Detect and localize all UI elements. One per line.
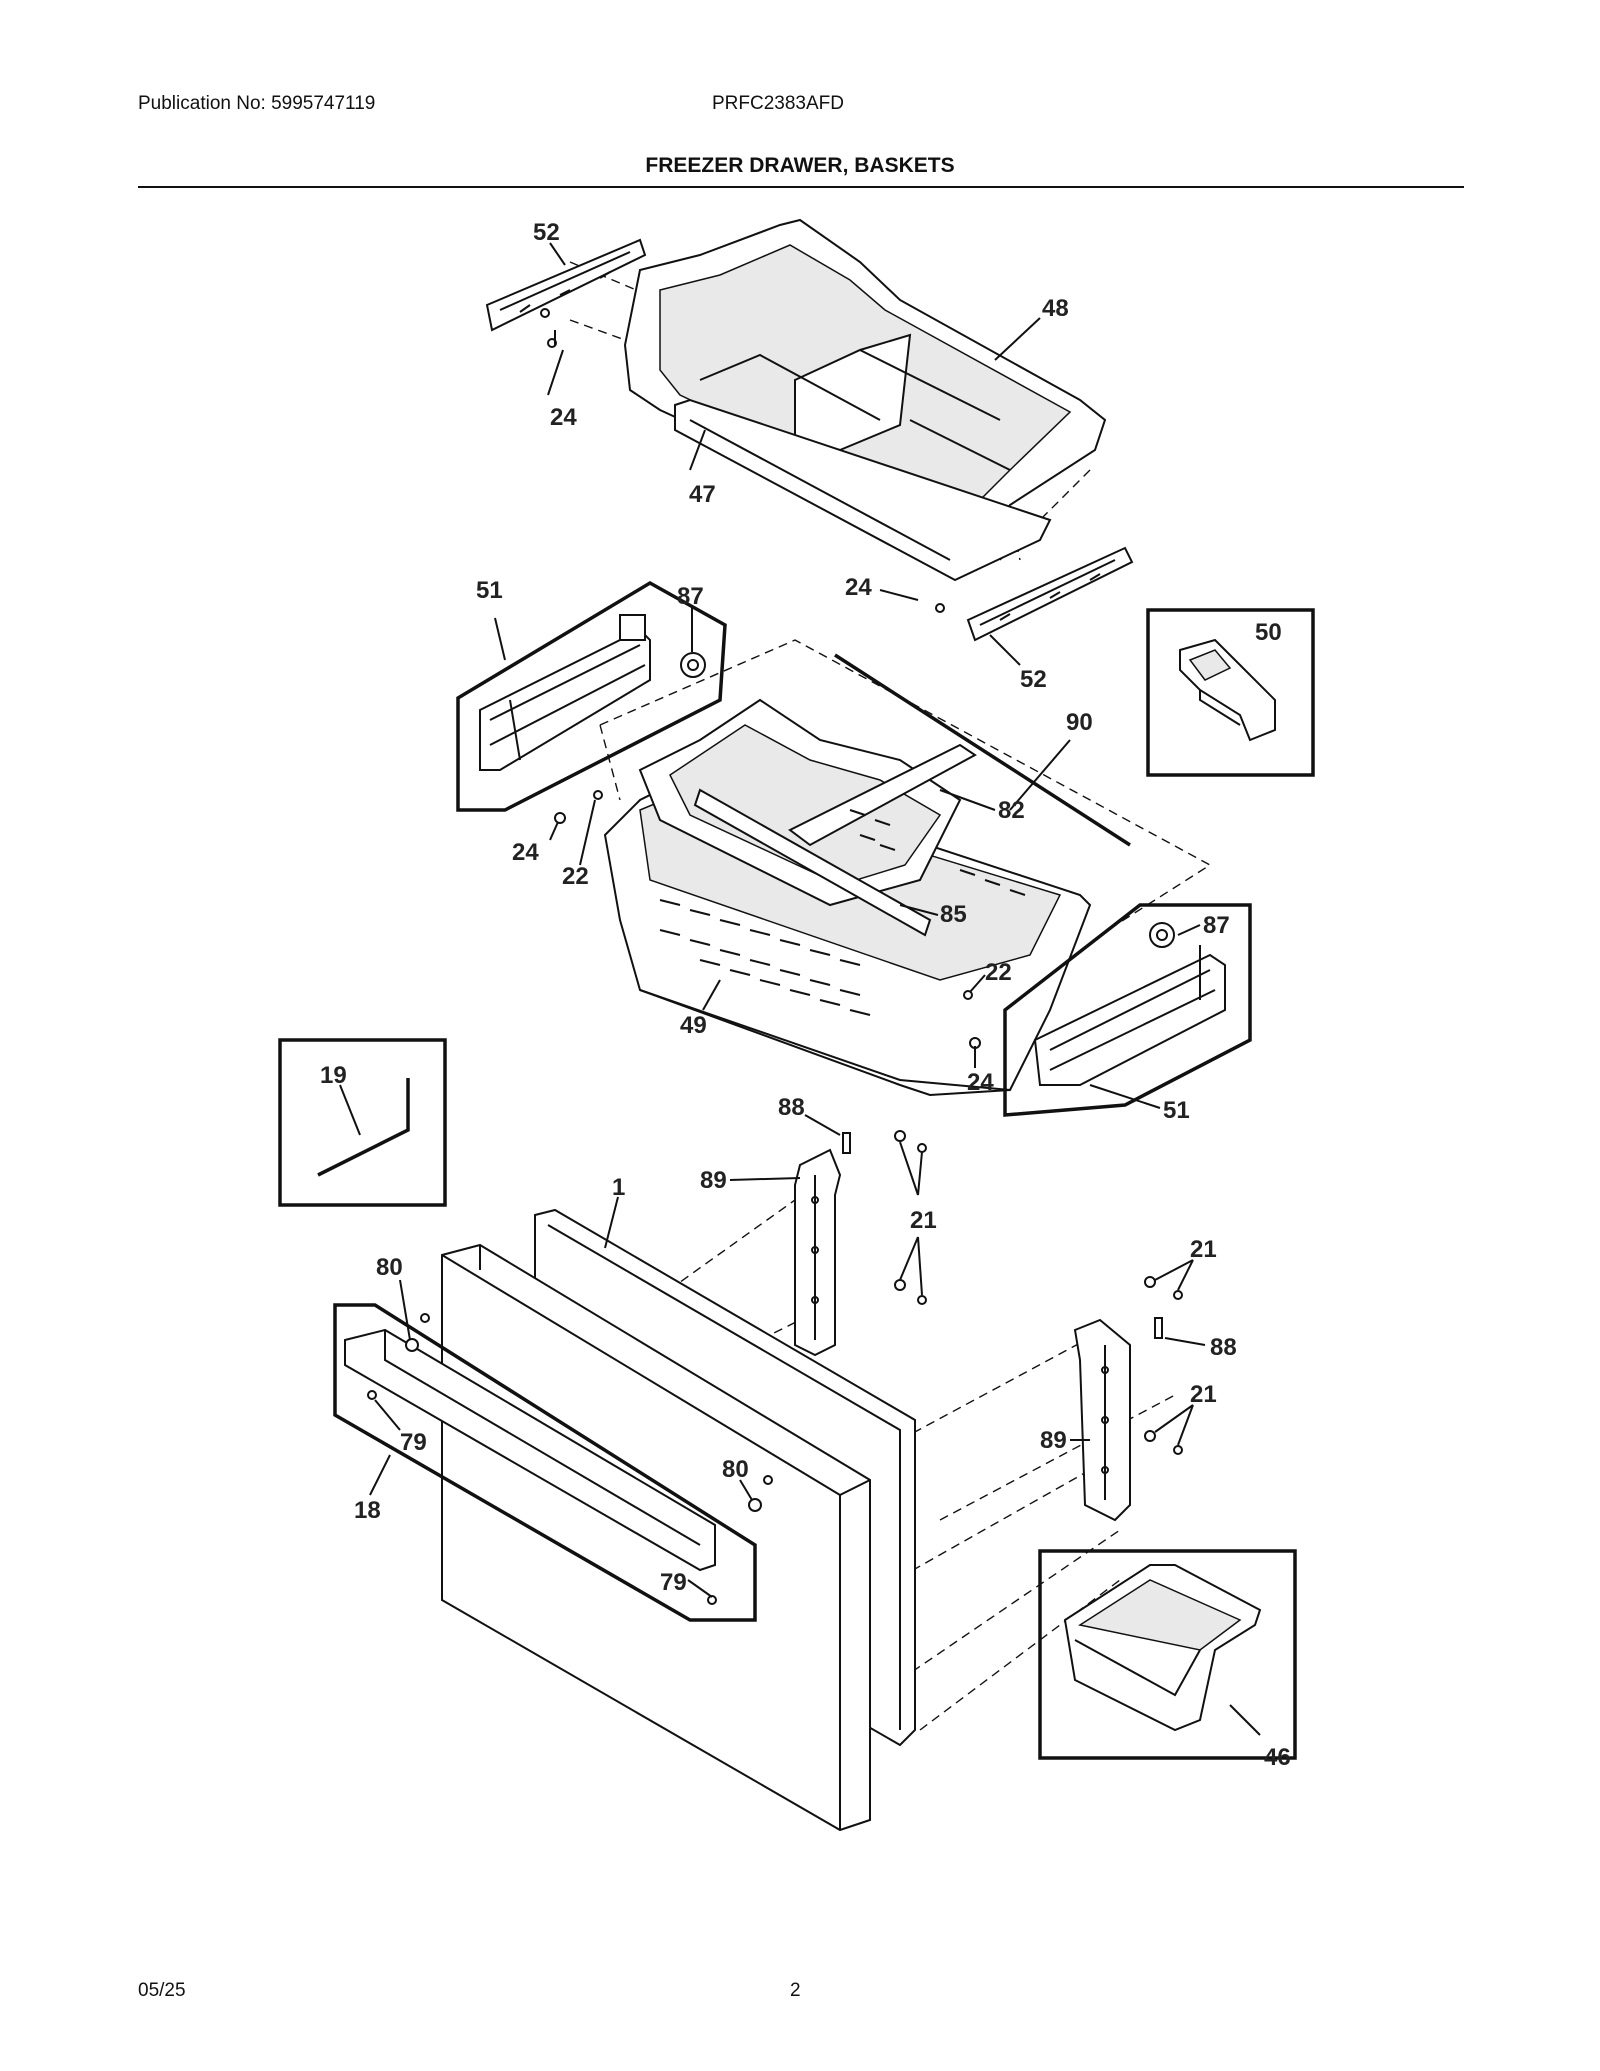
callout-80-left: 80 (376, 1254, 403, 1281)
callout-90: 90 (1066, 709, 1093, 736)
bracket-left (794, 1148, 842, 1357)
fasteners-bottom (405, 1130, 1183, 1512)
inset-small-bin (1038, 1549, 1297, 1760)
callout-18: 18 (354, 1497, 381, 1524)
freezer-basket-assembly (599, 639, 1212, 1097)
callout-24-right: 24 (967, 1069, 994, 1096)
upper-drawer-bin (569, 218, 1107, 582)
callout-46: 46 (1264, 1744, 1291, 1771)
callout-52-right: 52 (1020, 666, 1047, 693)
callout-79-right: 79 (660, 1569, 687, 1596)
inset-part-50 (1146, 608, 1315, 777)
callout-88-left: 88 (778, 1094, 805, 1121)
callout-87-right: 87 (1203, 912, 1230, 939)
callout-47: 47 (689, 481, 716, 508)
callout-82: 82 (998, 797, 1025, 824)
title-divider (138, 186, 1464, 188)
callout-51-right: 51 (1163, 1097, 1190, 1124)
callout-51-left: 51 (476, 577, 503, 604)
callout-85: 85 (940, 901, 967, 928)
slide-rail-right (935, 546, 1134, 642)
callout-49: 49 (680, 1012, 707, 1039)
fasteners-middle (554, 790, 981, 1049)
callout-21-top: 21 (910, 1207, 937, 1234)
callout-79-left: 79 (400, 1429, 427, 1456)
callout-88-right: 88 (1210, 1334, 1237, 1361)
inset-slide-left (456, 580, 727, 812)
callout-leaders (339, 242, 1261, 1736)
callout-1: 1 (612, 1174, 625, 1201)
page-number: 2 (790, 1980, 801, 2001)
callout-21-right-top: 21 (1190, 1236, 1217, 1263)
callout-50: 50 (1255, 619, 1282, 646)
callout-22-right: 22 (985, 959, 1012, 986)
inset-drawer-handle (333, 1303, 757, 1622)
inset-slide-right (1003, 903, 1252, 1117)
inset-hex-key (278, 1038, 447, 1207)
callout-52-top: 52 (533, 219, 560, 246)
callout-24-top: 24 (550, 404, 577, 431)
callout-24-mid: 24 (512, 839, 539, 866)
page-title: FREEZER DRAWER, BASKETS (645, 154, 955, 177)
callout-80-right: 80 (722, 1456, 749, 1483)
callout-21-right-bottom: 21 (1190, 1381, 1217, 1408)
callout-89-right: 89 (1040, 1427, 1067, 1454)
revision-date: 05/25 (138, 1980, 186, 2001)
slide-rail-left-top (485, 238, 647, 348)
callout-89-left: 89 (700, 1167, 727, 1194)
bracket-right (1073, 1318, 1131, 1522)
publication-number: Publication No: 5995747119 (138, 93, 376, 114)
callout-48: 48 (1042, 295, 1069, 322)
model-number: PRFC2383AFD (712, 93, 844, 114)
callout-22-left: 22 (562, 863, 589, 890)
callout-24-rail: 24 (845, 574, 872, 601)
callout-19: 19 (320, 1062, 347, 1089)
callout-labels: 52 48 24 47 24 52 50 51 87 90 82 24 22 8… (320, 219, 1291, 1771)
callout-87-left: 87 (677, 583, 704, 610)
